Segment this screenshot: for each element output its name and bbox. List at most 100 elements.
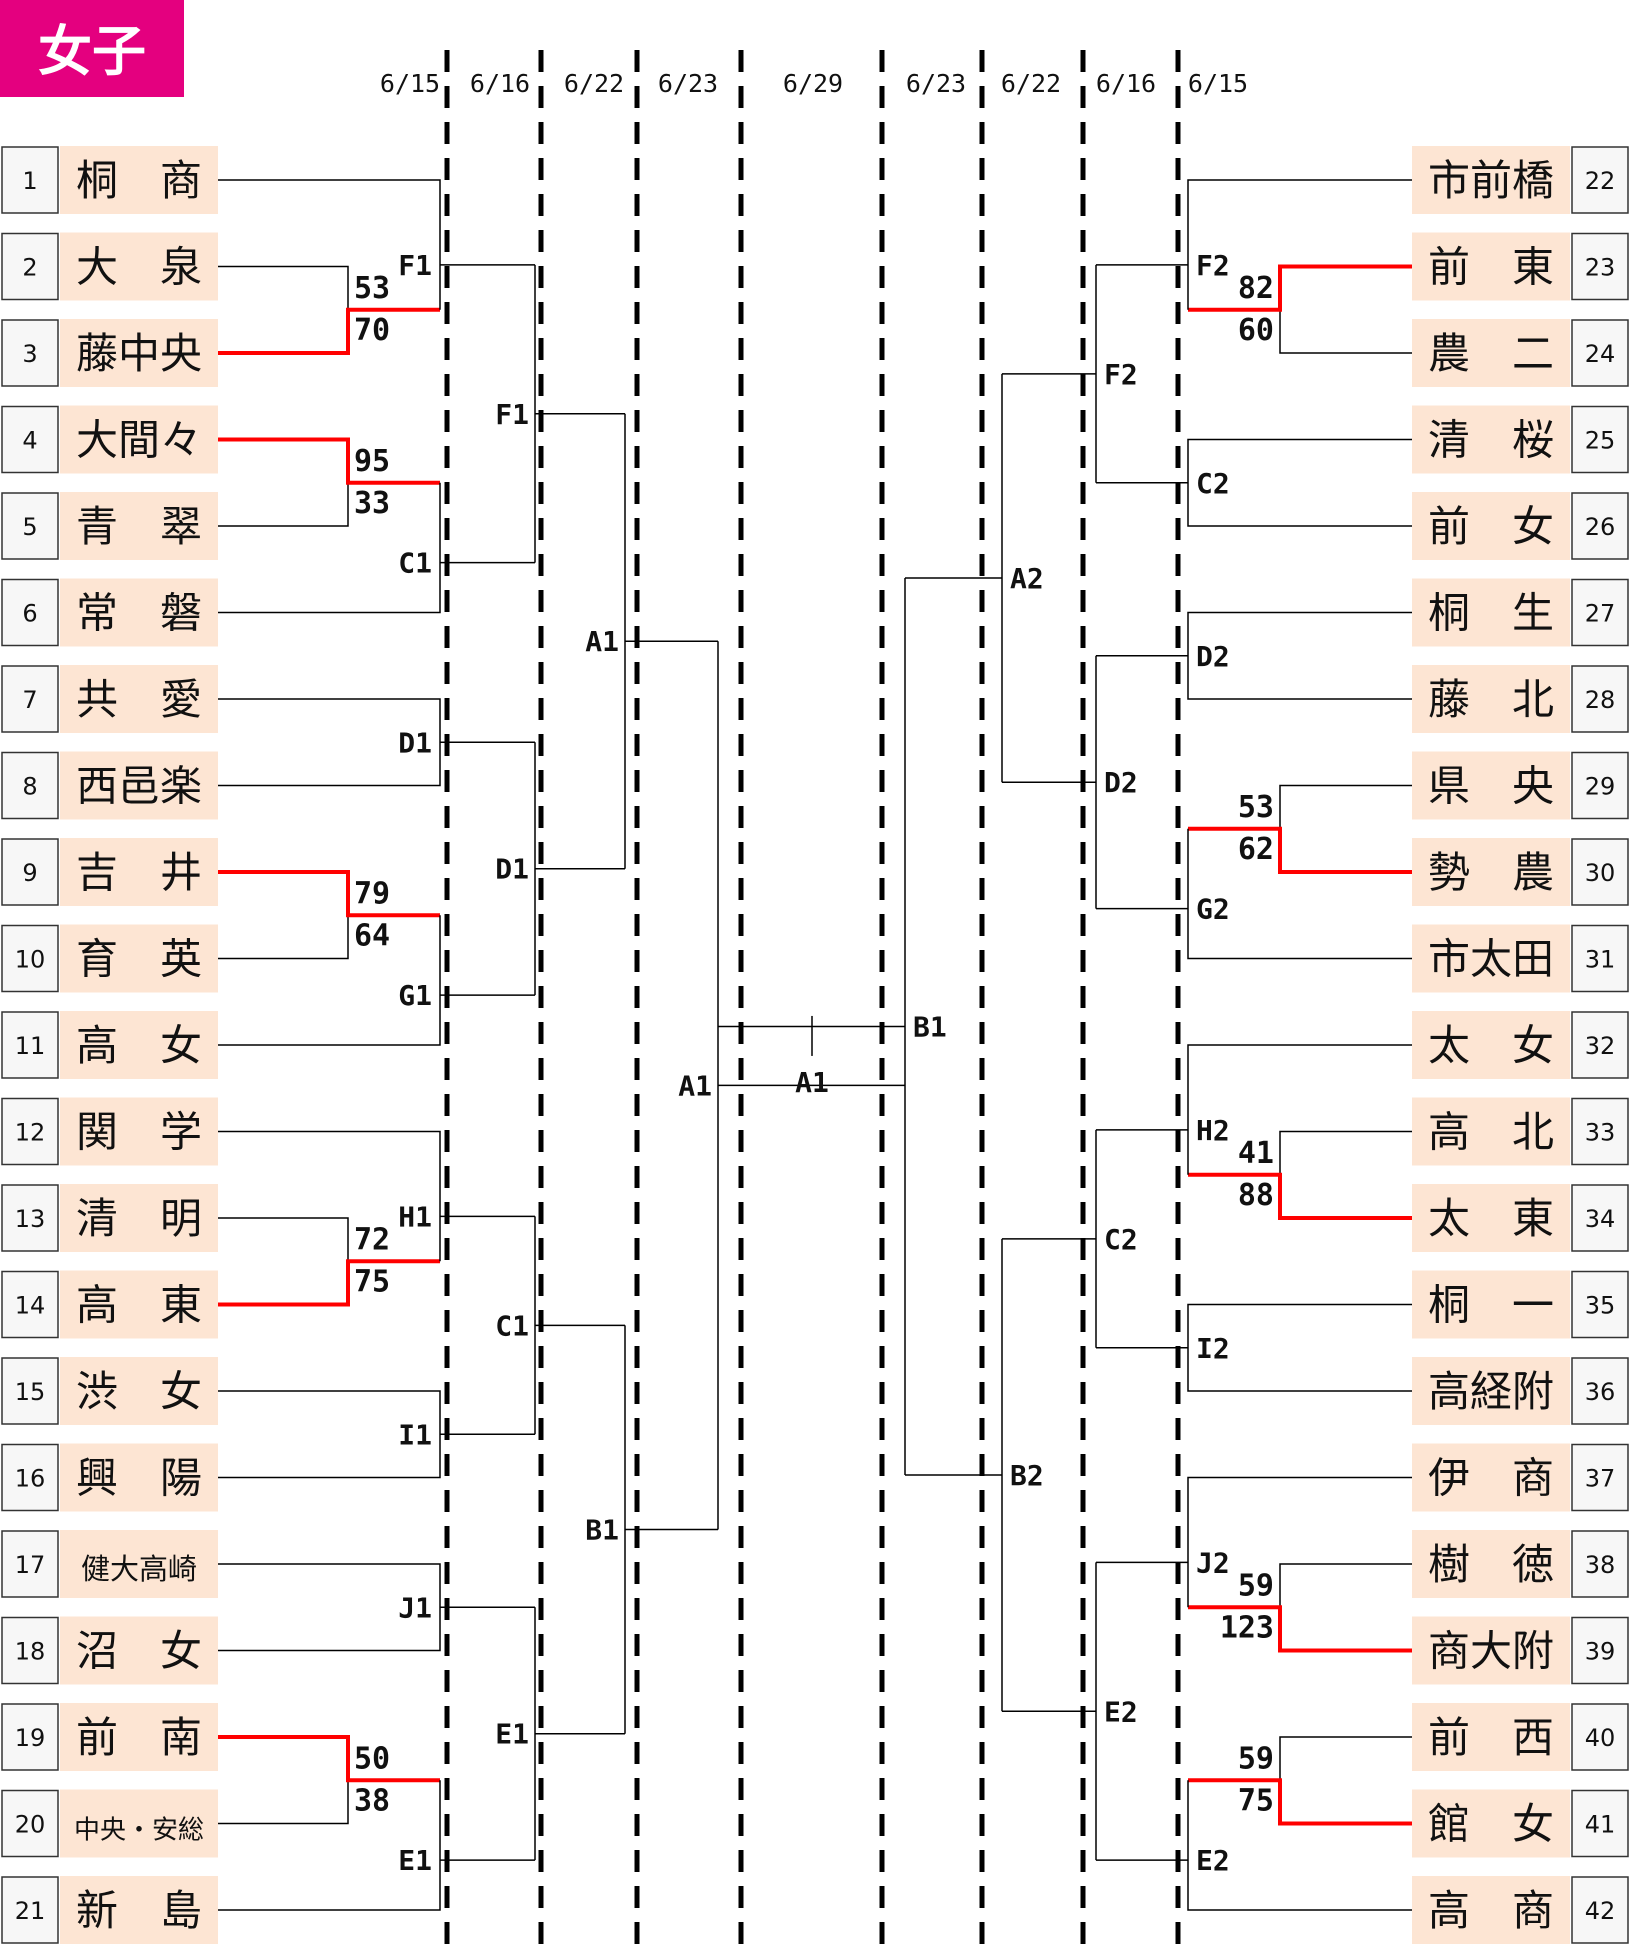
team-name: 大 泉 — [76, 243, 202, 292]
team-number-box — [1, 1097, 59, 1166]
team-name-box — [60, 1270, 218, 1339]
team-name-box — [60, 492, 218, 560]
team-number: 35 — [1585, 1292, 1616, 1320]
left-r2-a-label: F1 — [495, 398, 529, 431]
left-match-5-winner-line — [218, 1735, 440, 1783]
left-match-2-loser-line — [218, 482, 349, 527]
left-block1-line — [218, 179, 441, 310]
team-name: 清 桜 — [1428, 416, 1554, 465]
team-number: 18 — [15, 1638, 46, 1666]
left-match-1-winner-line — [218, 307, 440, 355]
left-match-3-loser-line — [218, 915, 349, 960]
team-number-box — [1571, 1703, 1629, 1771]
team-name-box — [60, 1184, 218, 1252]
right-match-1-loser-line — [1279, 309, 1412, 354]
right-node-D2: D2 — [1196, 640, 1230, 673]
right-match-3-score-top: 41 — [1238, 1136, 1274, 1171]
right-match-2-score-top: 53 — [1238, 790, 1274, 825]
team-name-box — [1412, 1270, 1570, 1339]
right-match-2-score-bottom: 62 — [1238, 832, 1274, 867]
left-team-row-2: 2 大 泉 — [1, 232, 218, 301]
team-name: 健大高崎 — [81, 1552, 197, 1586]
right-team-row-40: 40 前 西 — [1412, 1703, 1629, 1771]
left-team-row-17: 17 健大高崎 — [1, 1530, 218, 1598]
team-number: 2 — [22, 254, 37, 282]
team-number: 40 — [1585, 1724, 1616, 1752]
right-node-F2: F2 — [1196, 249, 1230, 282]
right-match-3-score-bottom: 88 — [1238, 1178, 1274, 1213]
right-match-3-winner-line — [1188, 1172, 1412, 1220]
team-number: 4 — [22, 427, 37, 455]
team-name: 青 翠 — [76, 502, 202, 551]
team-name-box — [60, 1530, 218, 1598]
team-name: 農 二 — [1428, 329, 1554, 378]
left-semi-label: A1 — [678, 1069, 712, 1102]
team-name: 県 央 — [1428, 762, 1554, 811]
team-number-box — [1, 1530, 59, 1598]
left-match-2-score-top: 95 — [354, 444, 390, 479]
team-name: 桐 商 — [76, 156, 202, 205]
team-number: 10 — [15, 946, 46, 974]
right-block5-line — [1187, 1044, 1412, 1175]
team-name: 前 西 — [1428, 1713, 1554, 1762]
right-node-C2: C2 — [1196, 467, 1230, 500]
team-name-box — [60, 751, 218, 820]
right-team-row-41: 41館 女 — [1412, 1789, 1629, 1858]
right-match-5-winner-line — [1188, 1778, 1412, 1826]
right-team-row-29: 29 県 央 — [1412, 751, 1629, 820]
team-number: 24 — [1585, 340, 1616, 368]
team-name-box — [1412, 232, 1570, 301]
team-number-box — [1571, 838, 1629, 906]
team-number: 17 — [15, 1551, 46, 1579]
team-number: 33 — [1585, 1119, 1616, 1147]
right-r3-a-label: A2 — [1010, 562, 1044, 595]
page-title: 女子 — [38, 20, 146, 83]
team-name-box — [60, 1443, 218, 1512]
team-name: 沼 女 — [76, 1627, 202, 1676]
team-number-box — [1571, 1097, 1629, 1166]
team-name: 市太田 — [1428, 935, 1554, 984]
right-match-5-loser-line — [1279, 1736, 1412, 1781]
right-block1-line — [1187, 179, 1412, 310]
right-team-row-35: 35桐 一 — [1412, 1270, 1629, 1339]
team-number: 12 — [15, 1119, 46, 1147]
right-r3-b-label: B2 — [1010, 1459, 1044, 1492]
team-number: 3 — [22, 340, 37, 368]
team-name: 常 磐 — [76, 589, 202, 638]
right-r2-a-label: F2 — [1104, 358, 1138, 391]
team-name-box — [1412, 751, 1570, 820]
right-team-row-30: 30勢 農 — [1412, 838, 1629, 906]
bracket-lines — [218, 179, 1412, 1911]
team-name: 高 東 — [76, 1281, 202, 1330]
team-number-box — [1, 1270, 59, 1339]
team-name: 市前橋 — [1428, 156, 1554, 205]
left-match-1-score-top: 53 — [354, 271, 390, 306]
team-name-box — [60, 1789, 218, 1858]
right-team-row-28: 28藤 北 — [1412, 665, 1629, 733]
team-number-box — [1571, 319, 1629, 387]
team-number: 21 — [15, 1897, 46, 1925]
team-number-box — [1571, 146, 1629, 214]
team-name-box — [60, 838, 218, 906]
team-number-box — [1, 232, 59, 301]
team-name-box — [1412, 1097, 1570, 1166]
team-number-box — [1571, 1443, 1629, 1512]
team-number: 38 — [1585, 1551, 1616, 1579]
team-name-box — [60, 578, 218, 647]
right-match-4-score-top: 59 — [1238, 1568, 1274, 1603]
team-name-box — [60, 1097, 218, 1166]
right-node-J2: J2 — [1196, 1546, 1230, 1579]
team-name-box — [1412, 1184, 1570, 1252]
team-number: 29 — [1585, 773, 1616, 801]
team-name-box — [1412, 1703, 1570, 1771]
left-match-5-score-bottom: 38 — [354, 1783, 390, 1818]
date-label-7: 6/16 — [1096, 69, 1156, 98]
